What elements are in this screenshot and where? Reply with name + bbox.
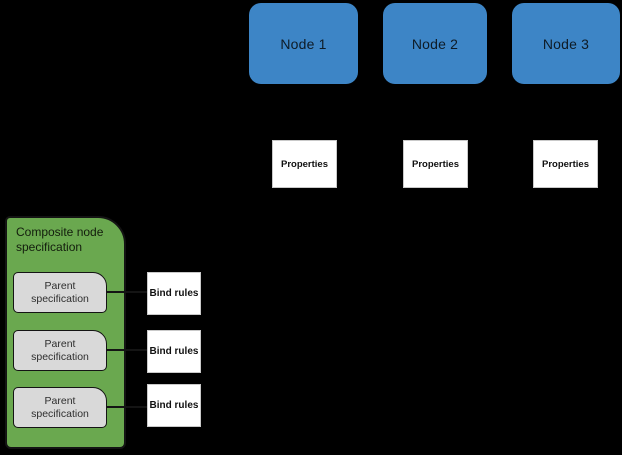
properties-box-1: Properties [272, 140, 337, 188]
bind-rules-box-1: Bind rules [147, 272, 201, 315]
connector-line-1 [107, 291, 148, 293]
bind-rules-label-3: Bind rules [149, 400, 199, 411]
composite-title: Composite node specification [16, 225, 104, 254]
node-1-box: Node 1 [249, 3, 358, 84]
node-2-box: Node 2 [383, 3, 487, 84]
bind-rules-label-1: Bind rules [149, 288, 199, 299]
node-3-box: Node 3 [512, 3, 620, 84]
properties-label-2: Properties [412, 158, 459, 170]
properties-box-3: Properties [533, 140, 598, 188]
connector-line-2 [107, 349, 148, 351]
parent-specification-box-2: Parent specification [13, 330, 107, 371]
connector-line-3 [107, 406, 148, 408]
parent-specification-label-1: Parent specification [31, 280, 89, 305]
bind-rules-box-2: Bind rules [147, 330, 201, 373]
parent-specification-label-2: Parent specification [31, 338, 89, 363]
node-2-label: Node 2 [411, 35, 459, 52]
parent-specification-label-3: Parent specification [31, 395, 89, 420]
bind-rules-box-3: Bind rules [147, 384, 201, 427]
parent-specification-box-1: Parent specification [13, 272, 107, 313]
parent-specification-box-3: Parent specification [13, 387, 107, 428]
properties-label-1: Properties [281, 158, 328, 170]
node-1-label: Node 1 [280, 35, 327, 52]
bind-rules-label-2: Bind rules [149, 346, 199, 357]
properties-box-2: Properties [403, 140, 468, 188]
node-3-label: Node 3 [542, 35, 590, 52]
properties-label-3: Properties [542, 158, 589, 170]
